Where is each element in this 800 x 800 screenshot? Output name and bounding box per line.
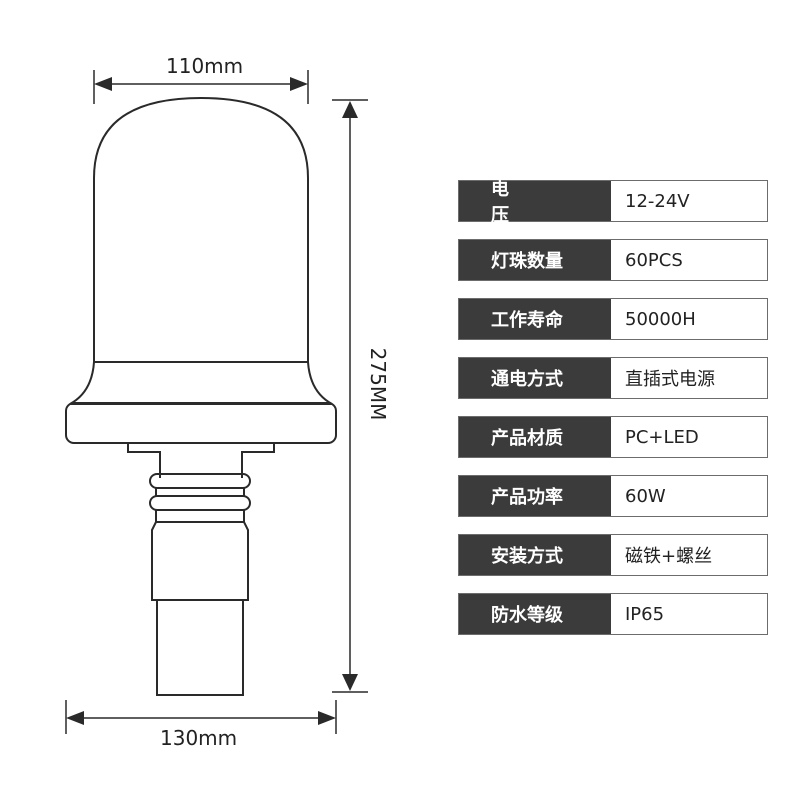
spec-value: 直插式电源 [625,369,715,390]
dim-height-top-arrow [342,101,358,118]
beacon-ring-1 [149,473,251,489]
spec-value: 60W [625,485,666,507]
beacon-flare [69,361,333,405]
spec-row-voltage: 电 压 12-24V [458,179,768,226]
dim-bottom-left-arrow [66,711,84,725]
spec-label: 产品功率 [459,476,611,516]
spec-value: 12-24V [625,190,690,212]
beacon-stem-lower [156,599,244,696]
spec-label: 产品材质 [459,417,611,457]
spec-value: PC+LED [625,426,699,448]
spec-row-lifespan: 工作寿命 50000H [458,298,768,340]
spec-value: 磁铁+螺丝 [625,546,713,567]
dim-bottom-right-arrow [318,711,336,725]
spec-label: 防水等级 [459,594,611,634]
beacon-neck [127,443,275,478]
spec-value: 60PCS [625,249,683,271]
dim-bottom-width-label: 130mm [160,726,238,750]
dim-top-width-label: 110mm [166,54,244,78]
dim-top-right-arrow [290,77,308,91]
beacon-base-flange [65,402,337,444]
dim-height-label: 275MM [366,347,390,421]
beacon-stem-upper [151,521,249,601]
spec-label: 安装方式 [459,535,611,575]
spec-row-led-count: 灯珠数量 60PCS [458,239,768,281]
spec-value: 50000H [625,308,696,330]
spec-label: 工作寿命 [459,299,611,339]
dim-top-left-arrow [94,77,112,91]
spec-value: IP65 [625,603,665,625]
beacon-dome [93,96,309,363]
spec-row-power-mode: 通电方式 直插式电源 [458,357,768,399]
spec-row-waterproof: 防水等级 IP65 [458,593,768,635]
spec-label: 通电方式 [459,358,611,398]
spec-label: 灯珠数量 [459,240,611,280]
beacon-ring-2 [149,495,251,511]
spec-row-material: 产品材质 PC+LED [458,416,768,458]
spec-label: 电 压 [459,179,611,226]
spec-row-mounting: 安装方式 磁铁+螺丝 [458,534,768,576]
dim-height-bottom-arrow [342,674,358,691]
spec-table: 电 压 12-24V 灯珠数量 60PCS 工作寿命 50000H 通电方式 直… [458,179,768,652]
spec-row-power: 产品功率 60W [458,475,768,517]
